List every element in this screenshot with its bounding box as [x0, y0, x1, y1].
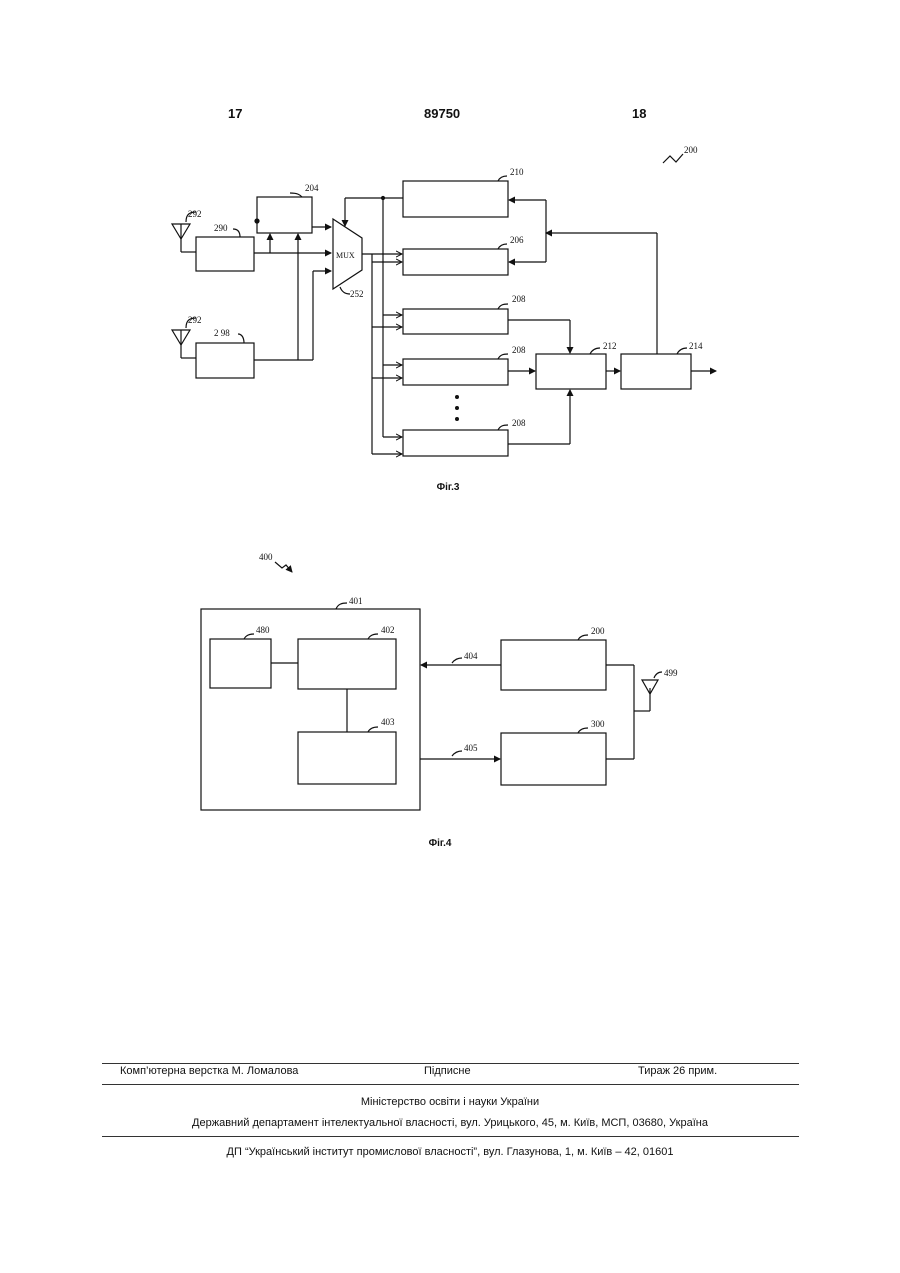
ref-206: 206	[510, 235, 524, 245]
ref-212: 212	[603, 341, 617, 351]
block-298	[196, 343, 254, 378]
antenna-top	[172, 224, 196, 252]
ref-252: 252	[350, 289, 364, 299]
department-line: Державний департамент інтелектуальної вл…	[0, 1117, 900, 1129]
figures-drawing: 200 292 292 290 2 98 204	[0, 0, 900, 900]
figure-3: 200 292 292 290 2 98 204	[172, 145, 716, 456]
block-212	[536, 354, 606, 389]
ref-403: 403	[381, 717, 395, 727]
ref-214: 214	[689, 341, 703, 351]
ref-200-fig4: 200	[591, 626, 605, 636]
footer-rule-2	[102, 1084, 799, 1085]
block-214	[621, 354, 691, 389]
figure-3-caption: Фіг.3	[437, 482, 460, 493]
ref-480: 480	[256, 625, 270, 635]
ref-208-b: 208	[512, 345, 526, 355]
layout-credit: Комп’ютерна верстка М. Ломалова	[120, 1065, 298, 1077]
print-run: Тираж 26 прим.	[638, 1065, 717, 1077]
ref-290: 290	[214, 223, 228, 233]
ref-210: 210	[510, 167, 524, 177]
figure-4: 400 401 480 402 403 200 300 404	[201, 552, 678, 810]
figure-4-caption: Фіг.4	[429, 838, 452, 849]
ref-200-squiggle	[663, 154, 683, 163]
ref-404: 404	[464, 651, 478, 661]
ref-300: 300	[591, 719, 605, 729]
ref-298: 2 98	[214, 328, 230, 338]
ref-400: 400	[259, 552, 273, 562]
block-300	[501, 733, 606, 785]
institute-line: ДП “Український інститут промислової вла…	[0, 1146, 900, 1158]
ref-292-bottom: 292	[188, 315, 202, 325]
subscription-label: Підписне	[424, 1065, 471, 1077]
ref-204: 204	[305, 183, 319, 193]
block-208-b	[403, 359, 508, 385]
footer-rule-3	[102, 1136, 799, 1137]
block-210	[403, 181, 508, 217]
ref-200-label: 200	[684, 145, 698, 155]
block-402	[298, 639, 396, 689]
block-200	[501, 640, 606, 690]
ref-405: 405	[464, 743, 478, 753]
block-480	[210, 639, 271, 688]
block-208-a	[403, 309, 508, 334]
block-290	[196, 237, 254, 271]
ref-499: 499	[664, 668, 678, 678]
antenna-bottom	[172, 330, 196, 358]
ministry-line: Міністерство освіти і науки України	[0, 1096, 900, 1108]
ref-208-c: 208	[512, 418, 526, 428]
ref-208-a: 208	[512, 294, 526, 304]
ref-402: 402	[381, 625, 395, 635]
ref-401: 401	[349, 596, 363, 606]
block-208-c	[403, 430, 508, 456]
footer-rule-1	[102, 1063, 799, 1064]
ref-292-top: 292	[188, 209, 202, 219]
block-204	[257, 197, 312, 233]
mux-label: MUX	[336, 251, 355, 260]
block-403	[298, 732, 396, 784]
block-206	[403, 249, 508, 275]
